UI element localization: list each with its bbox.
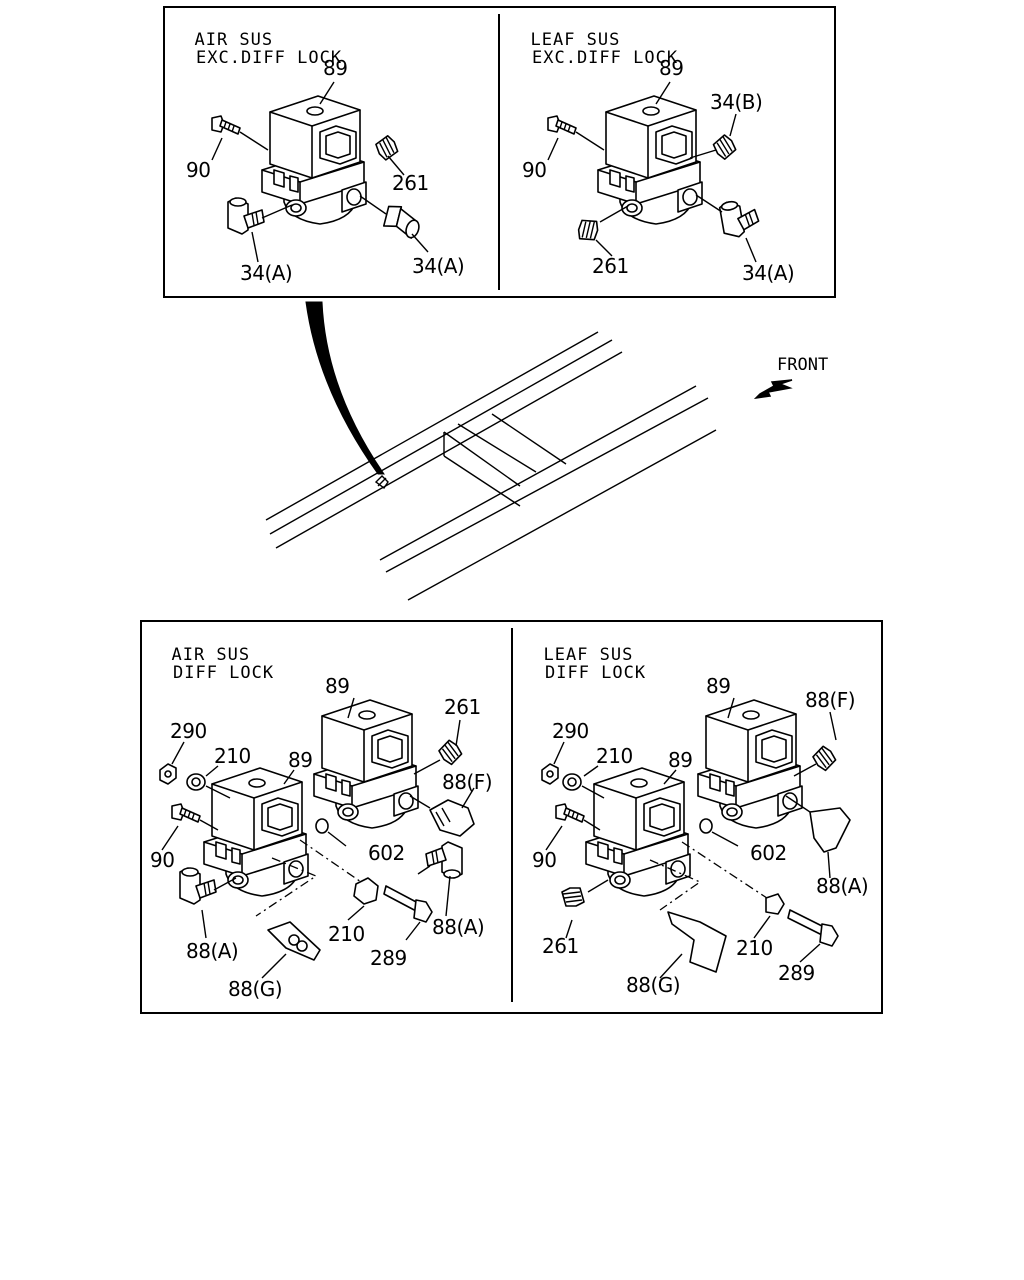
callout-34a: 34(A)	[412, 254, 465, 278]
callout-88a: 88(A)	[816, 874, 869, 898]
callout-90: 90	[150, 848, 175, 872]
top-panel-divider	[498, 14, 500, 290]
callout-261: 261	[444, 695, 481, 719]
callout-602: 602	[368, 841, 405, 865]
callout-34a: 34(A)	[240, 261, 293, 285]
callout-290: 290	[552, 719, 589, 743]
callout-88g: 88(G)	[228, 977, 283, 1001]
callout-88a: 88(A)	[432, 915, 485, 939]
callout-261: 261	[592, 254, 629, 278]
callout-89: 89	[323, 56, 348, 80]
chassis-frame	[265, 301, 717, 601]
callout-89: 89	[325, 674, 350, 698]
tl-valve-assembly	[211, 81, 429, 263]
callout-89: 89	[659, 56, 684, 80]
callout-210: 210	[328, 922, 365, 946]
br-valve-assemblies	[541, 697, 851, 979]
callout-89: 89	[288, 748, 313, 772]
bottom-panel-divider	[511, 628, 513, 1002]
callout-88a: 88(A)	[186, 939, 239, 963]
callout-89: 89	[706, 674, 731, 698]
callout-289: 289	[778, 961, 815, 985]
callout-90: 90	[522, 158, 547, 182]
top-panel	[163, 6, 836, 298]
callout-88g: 88(G)	[626, 973, 681, 997]
callout-290: 290	[170, 719, 207, 743]
callout-34a: 34(A)	[742, 261, 795, 285]
callout-210: 210	[214, 744, 251, 768]
callout-289: 289	[370, 946, 407, 970]
callout-210: 210	[736, 936, 773, 960]
tr-valve-assembly	[547, 81, 762, 263]
callout-89: 89	[668, 748, 693, 772]
callout-88f: 88(F)	[805, 688, 856, 712]
callout-34b: 34(B)	[710, 90, 763, 114]
callout-261: 261	[542, 934, 579, 958]
callout-210: 210	[596, 744, 633, 768]
callout-261: 261	[392, 171, 429, 195]
front-arrow-icon	[753, 379, 793, 400]
front-label: FRONT	[777, 355, 829, 375]
callout-90: 90	[532, 848, 557, 872]
callout-90: 90	[186, 158, 211, 182]
bottom-panel	[140, 620, 883, 1014]
callout-602: 602	[750, 841, 787, 865]
callout-88f: 88(F)	[442, 770, 493, 794]
bl-valve-assemblies	[159, 697, 475, 979]
